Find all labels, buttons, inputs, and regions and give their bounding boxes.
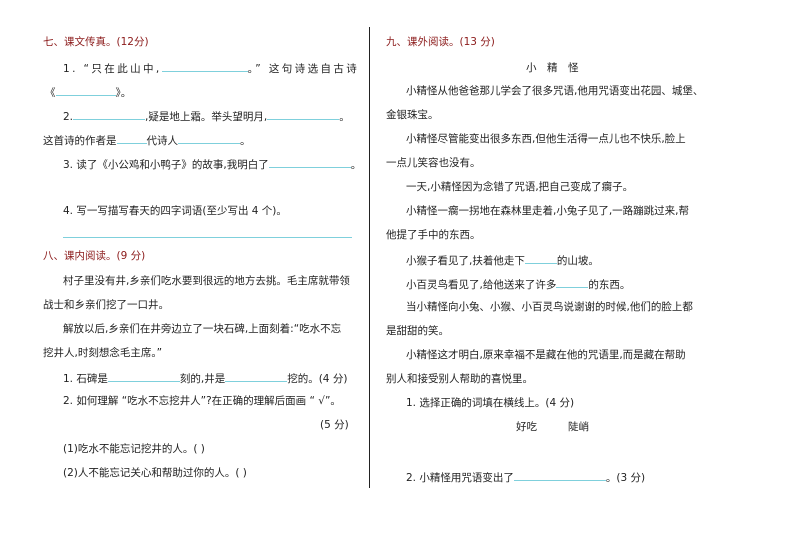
story-line-11: 别人和接受别人帮助的喜悦里。 bbox=[386, 373, 533, 385]
q7-2-line2: 这首诗的作者是 代诗人 。 bbox=[43, 132, 251, 148]
story-blank-line-1: 小猴子看见了,扶着他走下 的山坡。 bbox=[406, 252, 599, 268]
q7-4: 4. 写一写描写春天的四字词语(至少写出 4 个)。 bbox=[63, 205, 287, 217]
q8-1-blank-1[interactable] bbox=[107, 370, 180, 382]
q8-2-score: (5 分) bbox=[320, 419, 349, 431]
section-8-heading: 八、课内阅读。(9 分) bbox=[43, 250, 146, 262]
q9-2-b: 。(3 分) bbox=[605, 472, 646, 484]
word-choice-2: 陡峭 bbox=[568, 421, 589, 433]
passage-8-line-1: 村子里没有井,乡亲们吃水要到很远的地方去挑。毛主席就带领 bbox=[63, 275, 350, 287]
story-blank-2-b: 的东西。 bbox=[588, 279, 631, 291]
section-7-heading: 七、课文传真。(12分) bbox=[43, 36, 149, 48]
q8-2-option-1[interactable]: (1)吃水不能忘记挖井的人。( ) bbox=[63, 443, 205, 455]
q7-3-end: 。 bbox=[350, 159, 362, 171]
story-line-5: 一天,小精怪因为念错了咒语,把自己变成了瘸子。 bbox=[406, 181, 634, 193]
story-blank-line-2: 小百灵鸟看见了,给他送来了许多 的东西。 bbox=[406, 276, 630, 292]
story-line-7: 他提了手中的东西。 bbox=[386, 229, 481, 241]
q7-1-line2: 《 》。 bbox=[45, 84, 131, 100]
q7-1-line1: 1. “只在此山中, 。” 这句诗选自古诗 bbox=[63, 60, 359, 76]
q9-2-blank[interactable] bbox=[513, 469, 606, 481]
q7-4-answer-line[interactable] bbox=[63, 237, 352, 238]
book-close-bracket: 》。 bbox=[115, 87, 132, 99]
q8-1: 1. 石碑是 刻的,井是 挖的。(4 分) bbox=[63, 370, 347, 386]
q8-1-b: 刻的,井是 bbox=[179, 373, 226, 385]
q7-3: 3. 读了《小公鸡和小鸭子》的故事,我明白了 。 bbox=[63, 156, 361, 172]
story-line-4: 一点儿笑容也没有。 bbox=[386, 157, 481, 169]
q7-2-end: 。 bbox=[240, 135, 251, 147]
story-blank-1-a: 小猴子看见了,扶着他走下 bbox=[406, 255, 525, 267]
story-blank-1[interactable] bbox=[524, 252, 557, 264]
q7-2-blank-1[interactable] bbox=[73, 108, 146, 120]
q7-3-blank[interactable] bbox=[268, 156, 351, 168]
story-line-3: 小精怪尽管能变出很多东西,但他生活得一点儿也不快乐,脸上 bbox=[406, 133, 686, 145]
q8-1-c: 挖的。(4 分) bbox=[287, 373, 348, 385]
q7-1-prefix: 1. “只在此山中, bbox=[63, 63, 162, 75]
q8-2: 2. 如何理解 “吃水不忘挖井人”?在正确的理解后面画 “ √”。 bbox=[63, 395, 341, 407]
q7-2-prefix: 2. bbox=[63, 111, 74, 123]
q7-2-middle: ,疑是地上霜。举头望明月, bbox=[145, 111, 268, 123]
q7-2-blank-2[interactable] bbox=[267, 108, 340, 120]
q7-2-poet-blank[interactable] bbox=[178, 132, 240, 144]
column-divider bbox=[369, 27, 370, 488]
q8-1-blank-2[interactable] bbox=[225, 370, 288, 382]
passage-8-line-4: 挖井人,时刻想念毛主席。” bbox=[43, 347, 163, 359]
q7-2-dynasty-blank[interactable] bbox=[116, 132, 147, 144]
passage-8-line-3: 解放以后,乡亲们在井旁边立了一块石碑,上面刻着:“吃水不忘 bbox=[63, 323, 342, 335]
q9-2-a: 2. 小精怪用咒语变出了 bbox=[406, 472, 514, 484]
q8-2-option-2[interactable]: (2)人不能忘记关心和帮助过你的人。( ) bbox=[63, 467, 247, 479]
story-line-1: 小精怪从他爸爸那儿学会了很多咒语,他用咒语变出花园、城堡、 bbox=[406, 85, 704, 97]
word-choice-1: 好吃 bbox=[516, 421, 537, 433]
story-title: 小 精 怪 bbox=[526, 62, 579, 74]
q7-2-author-text: 这首诗的作者是 bbox=[43, 135, 117, 147]
story-line-2: 金银珠宝。 bbox=[386, 109, 439, 121]
q7-2-suffix: 。 bbox=[339, 111, 350, 123]
story-line-6: 小精怪一瘸一拐地在森林里走着,小兔子见了,一路蹦跳过来,帮 bbox=[406, 205, 690, 217]
story-blank-1-b: 的山坡。 bbox=[556, 255, 599, 267]
story-blank-2-a: 小百灵鸟看见了,给他送来了许多 bbox=[406, 279, 557, 291]
q9-1: 1. 选择正确的词填在横线上。(4 分) bbox=[406, 397, 575, 409]
section-9-heading: 九、课外阅读。(13 分) bbox=[386, 36, 495, 48]
story-blank-2[interactable] bbox=[556, 276, 589, 288]
story-line-10: 小精怪这才明白,原来幸福不是藏在他的咒语里,而是藏在帮助 bbox=[406, 349, 686, 361]
q7-1-suffix: 。” 这句诗选自古诗 bbox=[247, 63, 360, 75]
q7-1-poem-title-blank[interactable] bbox=[55, 84, 116, 96]
passage-8-line-2: 战士和乡亲们挖了一口井。 bbox=[43, 299, 169, 311]
q7-3-text: 3. 读了《小公鸡和小鸭子》的故事,我明白了 bbox=[63, 159, 269, 171]
q9-2: 2. 小精怪用咒语变出了 。(3 分) bbox=[406, 469, 645, 485]
book-open-bracket: 《 bbox=[45, 87, 56, 99]
story-line-8: 当小精怪向小兔、小猴、小百灵鸟说谢谢的时候,他们的脸上都 bbox=[406, 301, 693, 313]
story-line-9: 是甜甜的笑。 bbox=[386, 325, 449, 337]
q7-2-poet-text: 代诗人 bbox=[146, 135, 179, 147]
q7-1-blank[interactable] bbox=[161, 60, 248, 72]
q8-1-a: 1. 石碑是 bbox=[63, 373, 108, 385]
q7-2-line1: 2. ,疑是地上霜。举头望明月, 。 bbox=[63, 108, 350, 124]
